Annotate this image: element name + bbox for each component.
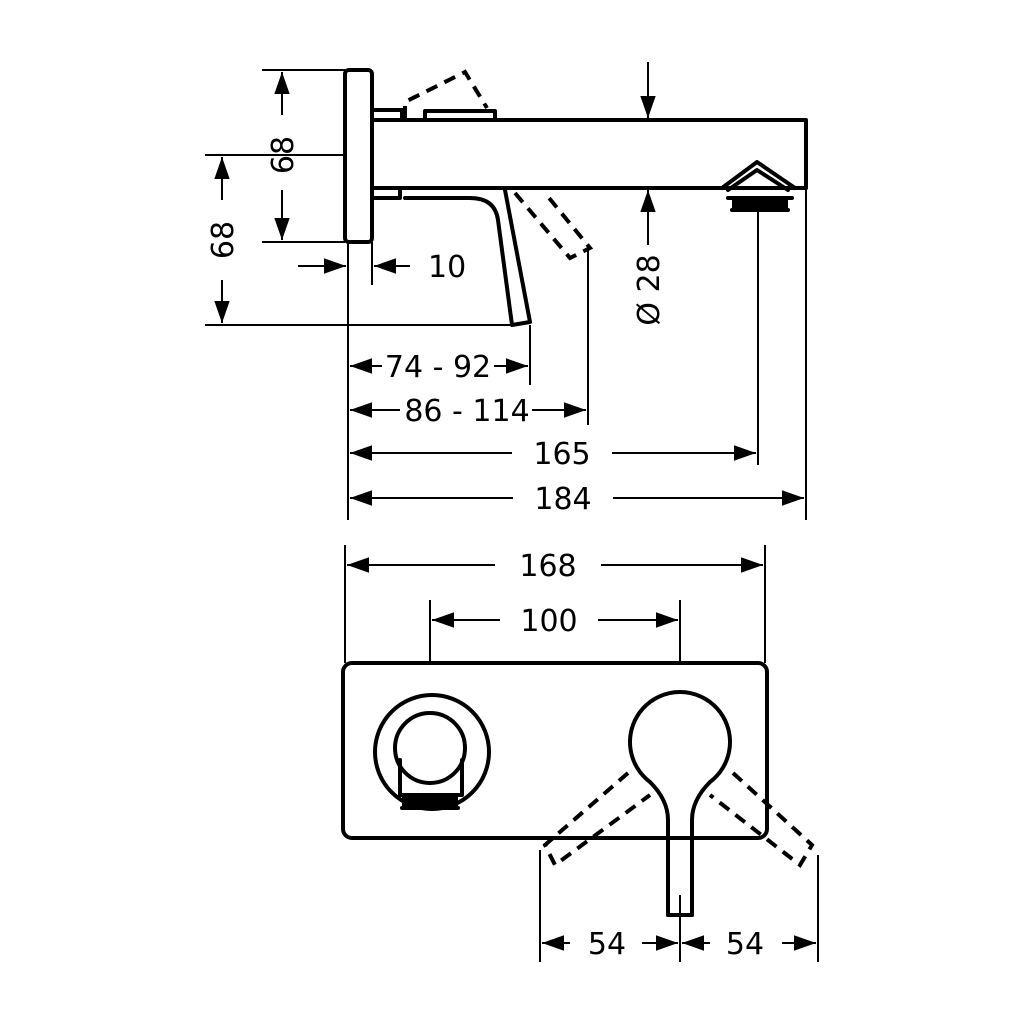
dim-label-height-upper: 68 bbox=[266, 136, 301, 174]
lever-open-dashed bbox=[513, 191, 594, 261]
lever-handle bbox=[403, 188, 532, 327]
lever-left-dashed bbox=[542, 771, 652, 869]
dim-label-lever-reach: 74 - 92 bbox=[385, 350, 491, 385]
dim-label-center-distance: 100 bbox=[520, 604, 577, 639]
aerator-base bbox=[732, 198, 788, 210]
dim-label-spout-diameter: Ø 28 bbox=[632, 254, 667, 325]
extension-lines-front bbox=[344, 545, 819, 962]
dim-label-aerator-projection: 165 bbox=[533, 437, 590, 472]
front-view: 168 100 54 54 bbox=[341, 545, 819, 962]
dim-label-lever-reach-open: 86 - 114 bbox=[404, 394, 529, 429]
dim-label-height-lower: 68 bbox=[206, 221, 241, 259]
aerator bbox=[720, 160, 797, 212]
dim-label-plate-thickness: 10 bbox=[428, 250, 466, 285]
dim-label-lever-swing-left: 54 bbox=[588, 927, 626, 962]
wall-plate bbox=[343, 68, 374, 244]
diverter-knob bbox=[393, 711, 467, 785]
dim-label-lever-swing-right: 54 bbox=[726, 927, 764, 962]
side-view: 68 68 10 Ø 28 74 - 92 86 - 114 165 184 bbox=[205, 62, 808, 520]
lever-open-top-dashed bbox=[403, 69, 489, 118]
top-collar bbox=[370, 108, 497, 122]
dim-label-plate-width: 168 bbox=[519, 549, 576, 584]
extension-lines bbox=[205, 69, 807, 520]
dim-label-total-projection: 184 bbox=[534, 482, 591, 517]
lever-front bbox=[628, 690, 732, 917]
bottom-collar bbox=[370, 186, 402, 200]
diverter-base-fill bbox=[402, 797, 458, 809]
cover-plate bbox=[341, 661, 769, 840]
lever-right-dashed bbox=[708, 771, 815, 868]
spout-body bbox=[370, 118, 808, 190]
